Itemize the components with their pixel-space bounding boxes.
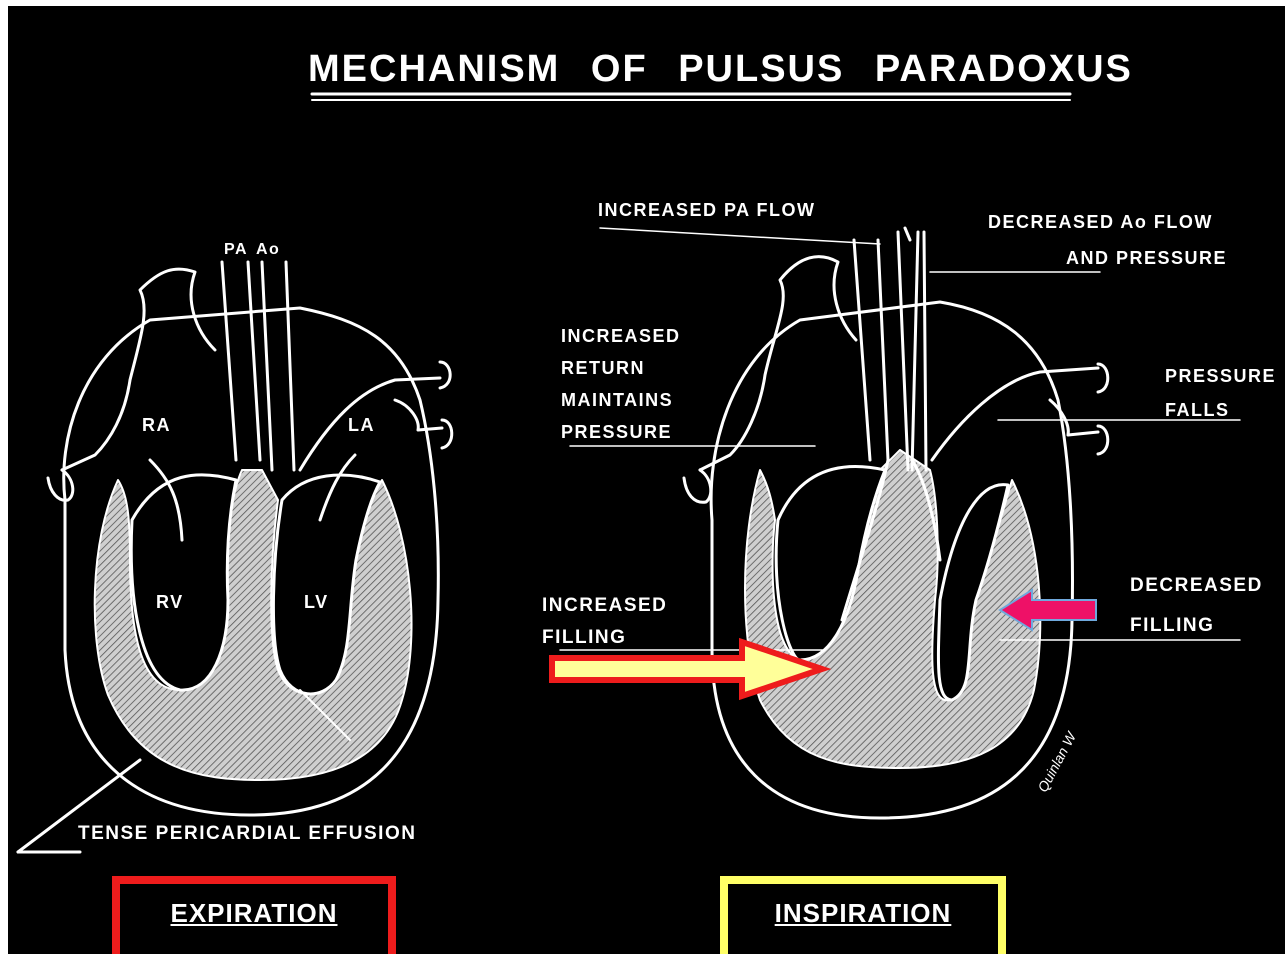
label-falls: FALLS: [1165, 394, 1230, 426]
label-ra: RA: [142, 409, 171, 441]
label-increased-return-1: INCREASED: [561, 320, 681, 352]
label-la: LA: [348, 409, 375, 441]
label-increased-return-3: MAINTAINS: [561, 384, 673, 416]
inspiration-caption-box: INSPIRATION: [720, 876, 1006, 954]
heart-diagram-artwork: [8, 6, 1285, 954]
label-increased-return-2: RETURN: [561, 352, 645, 384]
label-and-pressure: AND PRESSURE: [1066, 242, 1227, 274]
expiration-heart: [18, 262, 452, 852]
inspiration-caption: INSPIRATION: [775, 898, 952, 929]
label-lv: LV: [304, 586, 329, 618]
label-increased-filling-1: INCREASED: [542, 590, 667, 622]
label-decreased-filling-1: DECREASED: [1130, 570, 1263, 602]
slide: MECHANISM OF PULSUS PARADOXUS PA Ao RA L…: [8, 6, 1285, 954]
label-pa: PA: [224, 234, 248, 266]
label-rv: RV: [156, 586, 184, 618]
label-tense-pericardial-effusion: TENSE PERICARDIAL EFFUSION: [78, 818, 416, 850]
decreased-filling-arrow: [996, 586, 1106, 634]
label-decreased-ao-flow: DECREASED Ao FLOW: [988, 206, 1213, 238]
label-pressure: PRESSURE: [1165, 360, 1276, 392]
increased-filling-arrow: [546, 636, 836, 702]
label-ao: Ao: [256, 234, 280, 266]
expiration-caption-box: EXPIRATION: [112, 876, 396, 954]
slide-title: MECHANISM OF PULSUS PARADOXUS: [308, 48, 1088, 91]
label-increased-pa-flow: INCREASED PA FLOW: [598, 194, 816, 226]
inspiration-heart: [560, 228, 1240, 818]
label-decreased-filling-2: FILLING: [1130, 610, 1214, 642]
label-increased-return-4: PRESSURE: [561, 416, 672, 448]
expiration-caption: EXPIRATION: [171, 898, 338, 929]
